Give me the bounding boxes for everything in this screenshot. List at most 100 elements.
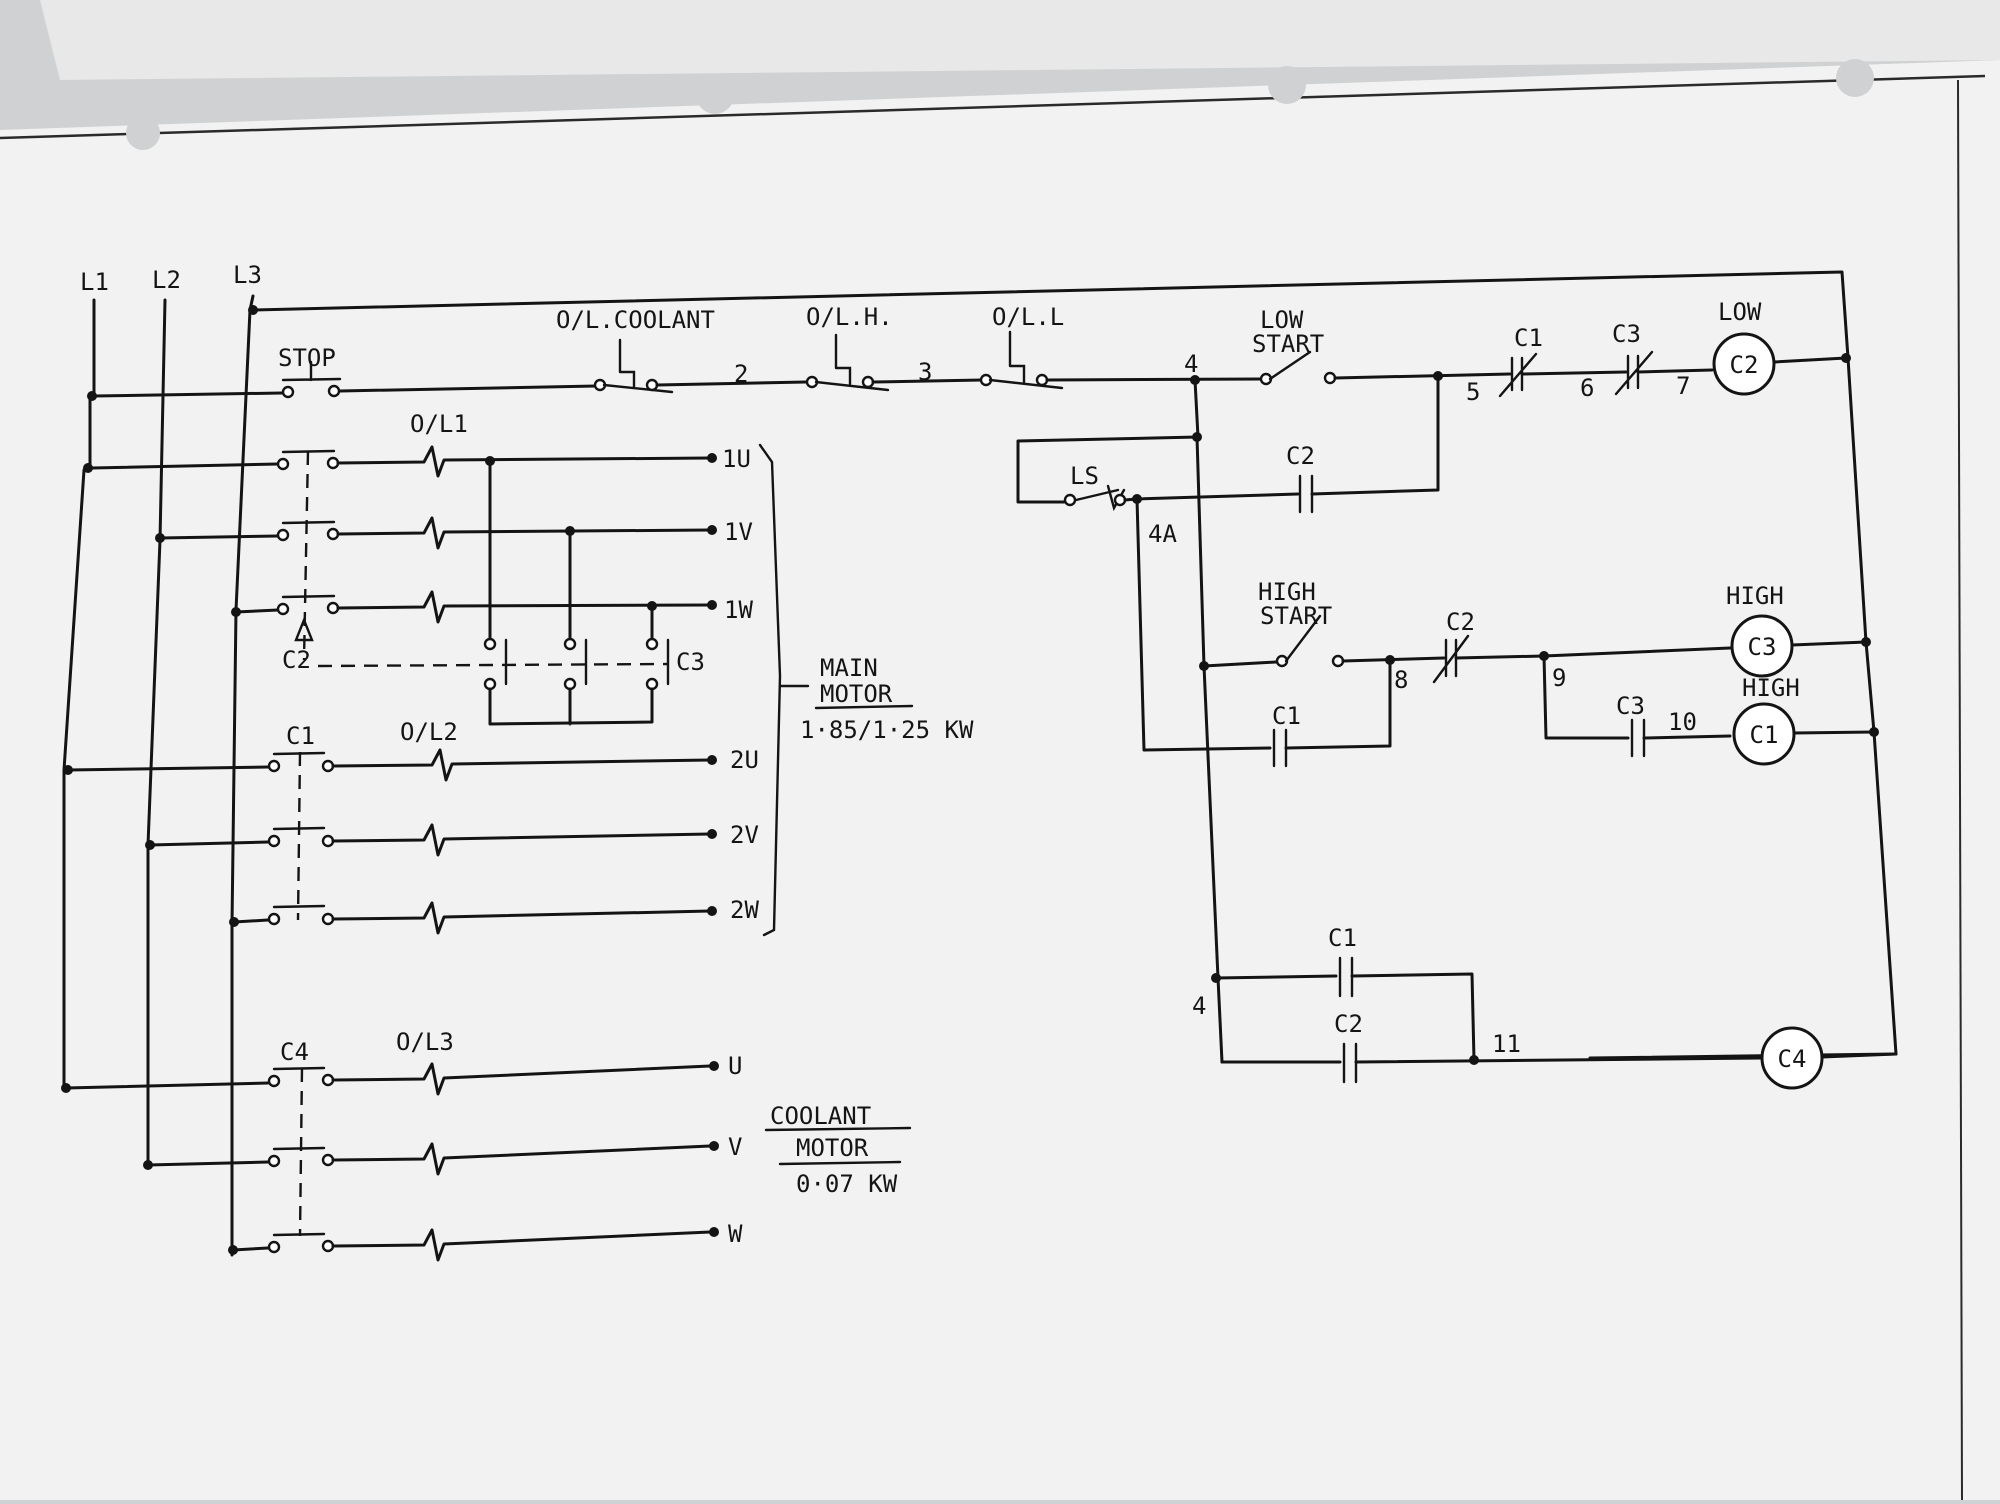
junction xyxy=(87,391,97,401)
coolant-motor-underline-1 xyxy=(764,1126,912,1132)
wire xyxy=(1341,656,1446,663)
star-point xyxy=(488,687,654,726)
contact-terminal xyxy=(483,637,497,651)
stop-label: STOP xyxy=(278,344,336,372)
c1-nc-label: C1 xyxy=(1514,324,1543,352)
row-w: W xyxy=(231,1220,743,1262)
punch-hole-3 xyxy=(1268,66,1306,104)
row-2v: 2V xyxy=(148,821,759,857)
node-3-label: 3 xyxy=(918,358,932,386)
wire xyxy=(148,840,270,847)
wire xyxy=(66,765,270,772)
row-1v: 1V xyxy=(158,516,753,550)
node-11-label: 11 xyxy=(1492,1030,1521,1058)
wire xyxy=(1195,435,1224,1064)
contact-bar xyxy=(272,826,326,831)
c2-mechanical-link xyxy=(302,450,310,661)
node-4-bottom-label: 4 xyxy=(1192,992,1206,1020)
paper-sheet-behind xyxy=(40,0,2000,80)
contact-terminal xyxy=(327,384,341,398)
wire-overload xyxy=(331,1228,712,1262)
row-v: V xyxy=(146,1133,742,1176)
page-top-rule xyxy=(0,74,1986,140)
wire xyxy=(1772,356,1848,364)
main-motor-rating: 1·85/1·25 KW xyxy=(800,716,974,744)
terminal xyxy=(707,600,717,610)
mechanical-interlock-triangle xyxy=(294,616,314,642)
ol3-label: O/L3 xyxy=(396,1028,454,1056)
punch-hole-2 xyxy=(696,76,734,114)
contact-terminal xyxy=(267,1074,281,1088)
node-5-label: 5 xyxy=(1466,378,1480,406)
junction xyxy=(1869,727,1879,737)
wire xyxy=(92,391,284,398)
junction xyxy=(83,463,93,473)
wire-overload xyxy=(331,748,712,782)
terminal xyxy=(709,1141,719,1151)
contact-bar xyxy=(281,520,336,525)
c1-hold-label: C1 xyxy=(1272,702,1301,730)
wire xyxy=(90,462,280,470)
wire xyxy=(64,1081,270,1090)
ol1-label: O/L1 xyxy=(410,410,468,438)
wire xyxy=(1520,370,1628,376)
low-start-label-1: LOW xyxy=(1260,306,1304,334)
row-1w: 1W xyxy=(234,590,753,624)
power-circuit-main: 1U O/L1 1V 1W C2 xyxy=(90,410,753,726)
wire xyxy=(232,918,270,924)
terminal-1u-label: 1U xyxy=(722,445,751,473)
contact-bar xyxy=(272,904,326,909)
wire xyxy=(338,384,598,393)
ol-ll-label: O/L.L xyxy=(992,303,1064,331)
wire xyxy=(1542,646,1732,658)
wire xyxy=(1354,1056,1764,1064)
wire xyxy=(1542,654,1630,740)
wire xyxy=(655,380,808,387)
c3-no-label: C3 xyxy=(1616,692,1645,720)
main-motor-underline xyxy=(814,704,914,710)
wire xyxy=(231,1246,270,1252)
contact-bar xyxy=(272,1146,326,1151)
terminal-2v-label: 2V xyxy=(730,821,759,849)
coolant-motor-label-2: MOTOR xyxy=(796,1134,869,1162)
line-label-l2: L2 xyxy=(152,266,181,294)
high-start-pushbutton xyxy=(1284,614,1322,663)
c2-hold-label: C2 xyxy=(1286,442,1315,470)
line-label-l3: L3 xyxy=(233,261,262,289)
contact-terminal xyxy=(1063,493,1077,507)
contact-bar xyxy=(272,1232,326,1237)
wire-overload xyxy=(336,590,712,624)
contact-terminal xyxy=(267,759,281,773)
c4-mechanical-link xyxy=(298,1067,304,1237)
ls-label: LS xyxy=(1070,462,1099,490)
line-label-l1: L1 xyxy=(80,268,109,296)
wire xyxy=(1310,374,1440,496)
node-8-label: 8 xyxy=(1394,666,1408,694)
page-right-rule xyxy=(1957,79,1963,1501)
coolant-motor-underline-2 xyxy=(778,1160,902,1166)
node-4-top-label: 4 xyxy=(1184,350,1198,378)
c3-mechanical-link xyxy=(317,662,669,668)
stop-pushbutton xyxy=(281,360,342,382)
coil-c4-label: C4 xyxy=(1778,1045,1807,1073)
ol-lh-label: O/L.H. xyxy=(806,303,893,331)
coolant-motor-rating: 0·07 KW xyxy=(796,1170,898,1198)
high-coil-title-2: HIGH xyxy=(1742,674,1800,702)
wire-overload xyxy=(331,1062,712,1096)
wire-overload xyxy=(336,516,712,550)
control-circuit: STOP O/L.COOLANT 2 O/L.H. 3 O/L.L 4 LOW … xyxy=(92,270,1898,1090)
supply-lines: L1 L2 L3 xyxy=(61,261,262,1257)
wire xyxy=(1454,654,1546,660)
punch-hole-1 xyxy=(126,116,160,150)
contact-terminal xyxy=(281,385,295,399)
ol-coolant-label: O/L.COOLANT xyxy=(556,306,715,334)
wire xyxy=(158,534,280,540)
wire xyxy=(1045,377,1264,382)
high-start-label-1: HIGH xyxy=(1258,578,1316,606)
c1-bottom-label: C1 xyxy=(1328,924,1357,952)
coil-c2-low xyxy=(1712,332,1776,396)
row-1u: 1U O/L1 xyxy=(90,410,751,478)
contact-terminal xyxy=(645,637,659,651)
